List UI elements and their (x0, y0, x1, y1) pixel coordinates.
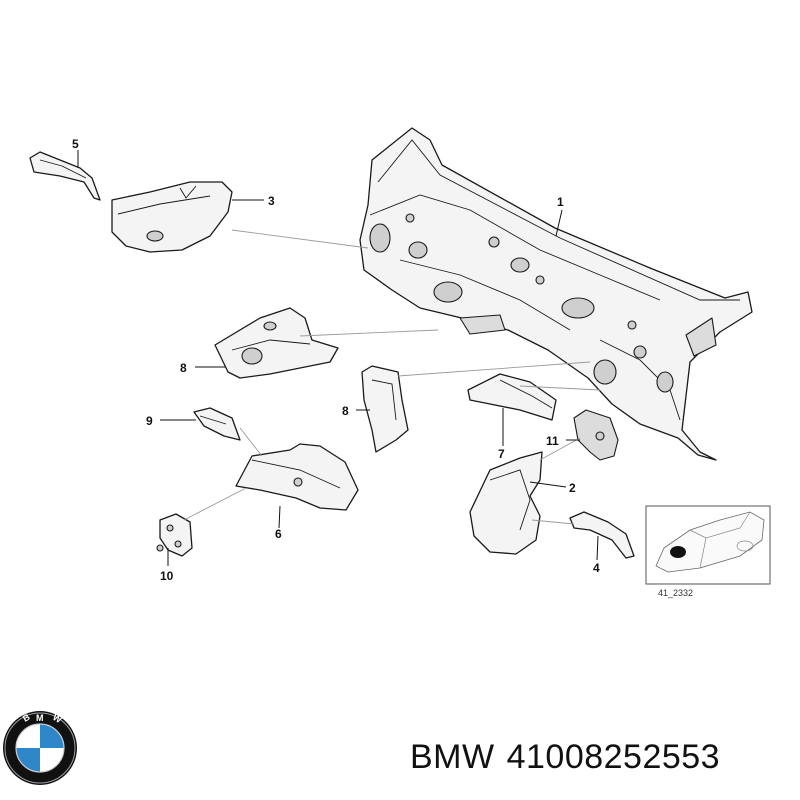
callout-1: 1 (557, 195, 564, 209)
part-9-bracket (193, 407, 241, 441)
callout-11: 11 (546, 434, 559, 448)
part-2-panel (469, 451, 543, 555)
callout-8-left: 8 (180, 361, 187, 375)
svg-text:B: B (21, 712, 32, 724)
callout-5: 5 (72, 137, 79, 151)
part-1-bulkhead (359, 127, 753, 461)
svg-text:M: M (36, 713, 44, 723)
callout-3: 3 (268, 194, 275, 208)
callout-4: 4 (593, 561, 600, 575)
part-7-bracket (467, 373, 557, 421)
callout-8-middle: 8 (342, 404, 349, 418)
part-10-bracket (156, 513, 193, 557)
part-3-insulation (111, 181, 233, 253)
callout-9: 9 (146, 414, 153, 428)
location-marker (670, 546, 686, 558)
callout-10: 10 (160, 569, 174, 583)
part-5-bracket (29, 151, 101, 201)
part-8-panel-middle (361, 365, 409, 453)
part-caption: BMW 41008252553 (410, 738, 790, 777)
part-6-panel (235, 443, 359, 511)
callout-7: 7 (498, 447, 505, 461)
car-locator-inset (645, 505, 771, 585)
leader-lines (77, 150, 599, 566)
callout-6: 6 (275, 527, 282, 541)
brand-name: BMW (410, 738, 495, 776)
bmw-logo-icon: B M W (3, 711, 77, 785)
figure-code: 41_2332 (658, 588, 693, 598)
part-8-panel-left (214, 307, 339, 379)
part-4-strip (569, 511, 635, 559)
part-number: 41008252553 (506, 738, 721, 776)
callout-2: 2 (569, 481, 576, 495)
part-11-bracket (573, 409, 619, 461)
connection-lines (183, 229, 601, 525)
